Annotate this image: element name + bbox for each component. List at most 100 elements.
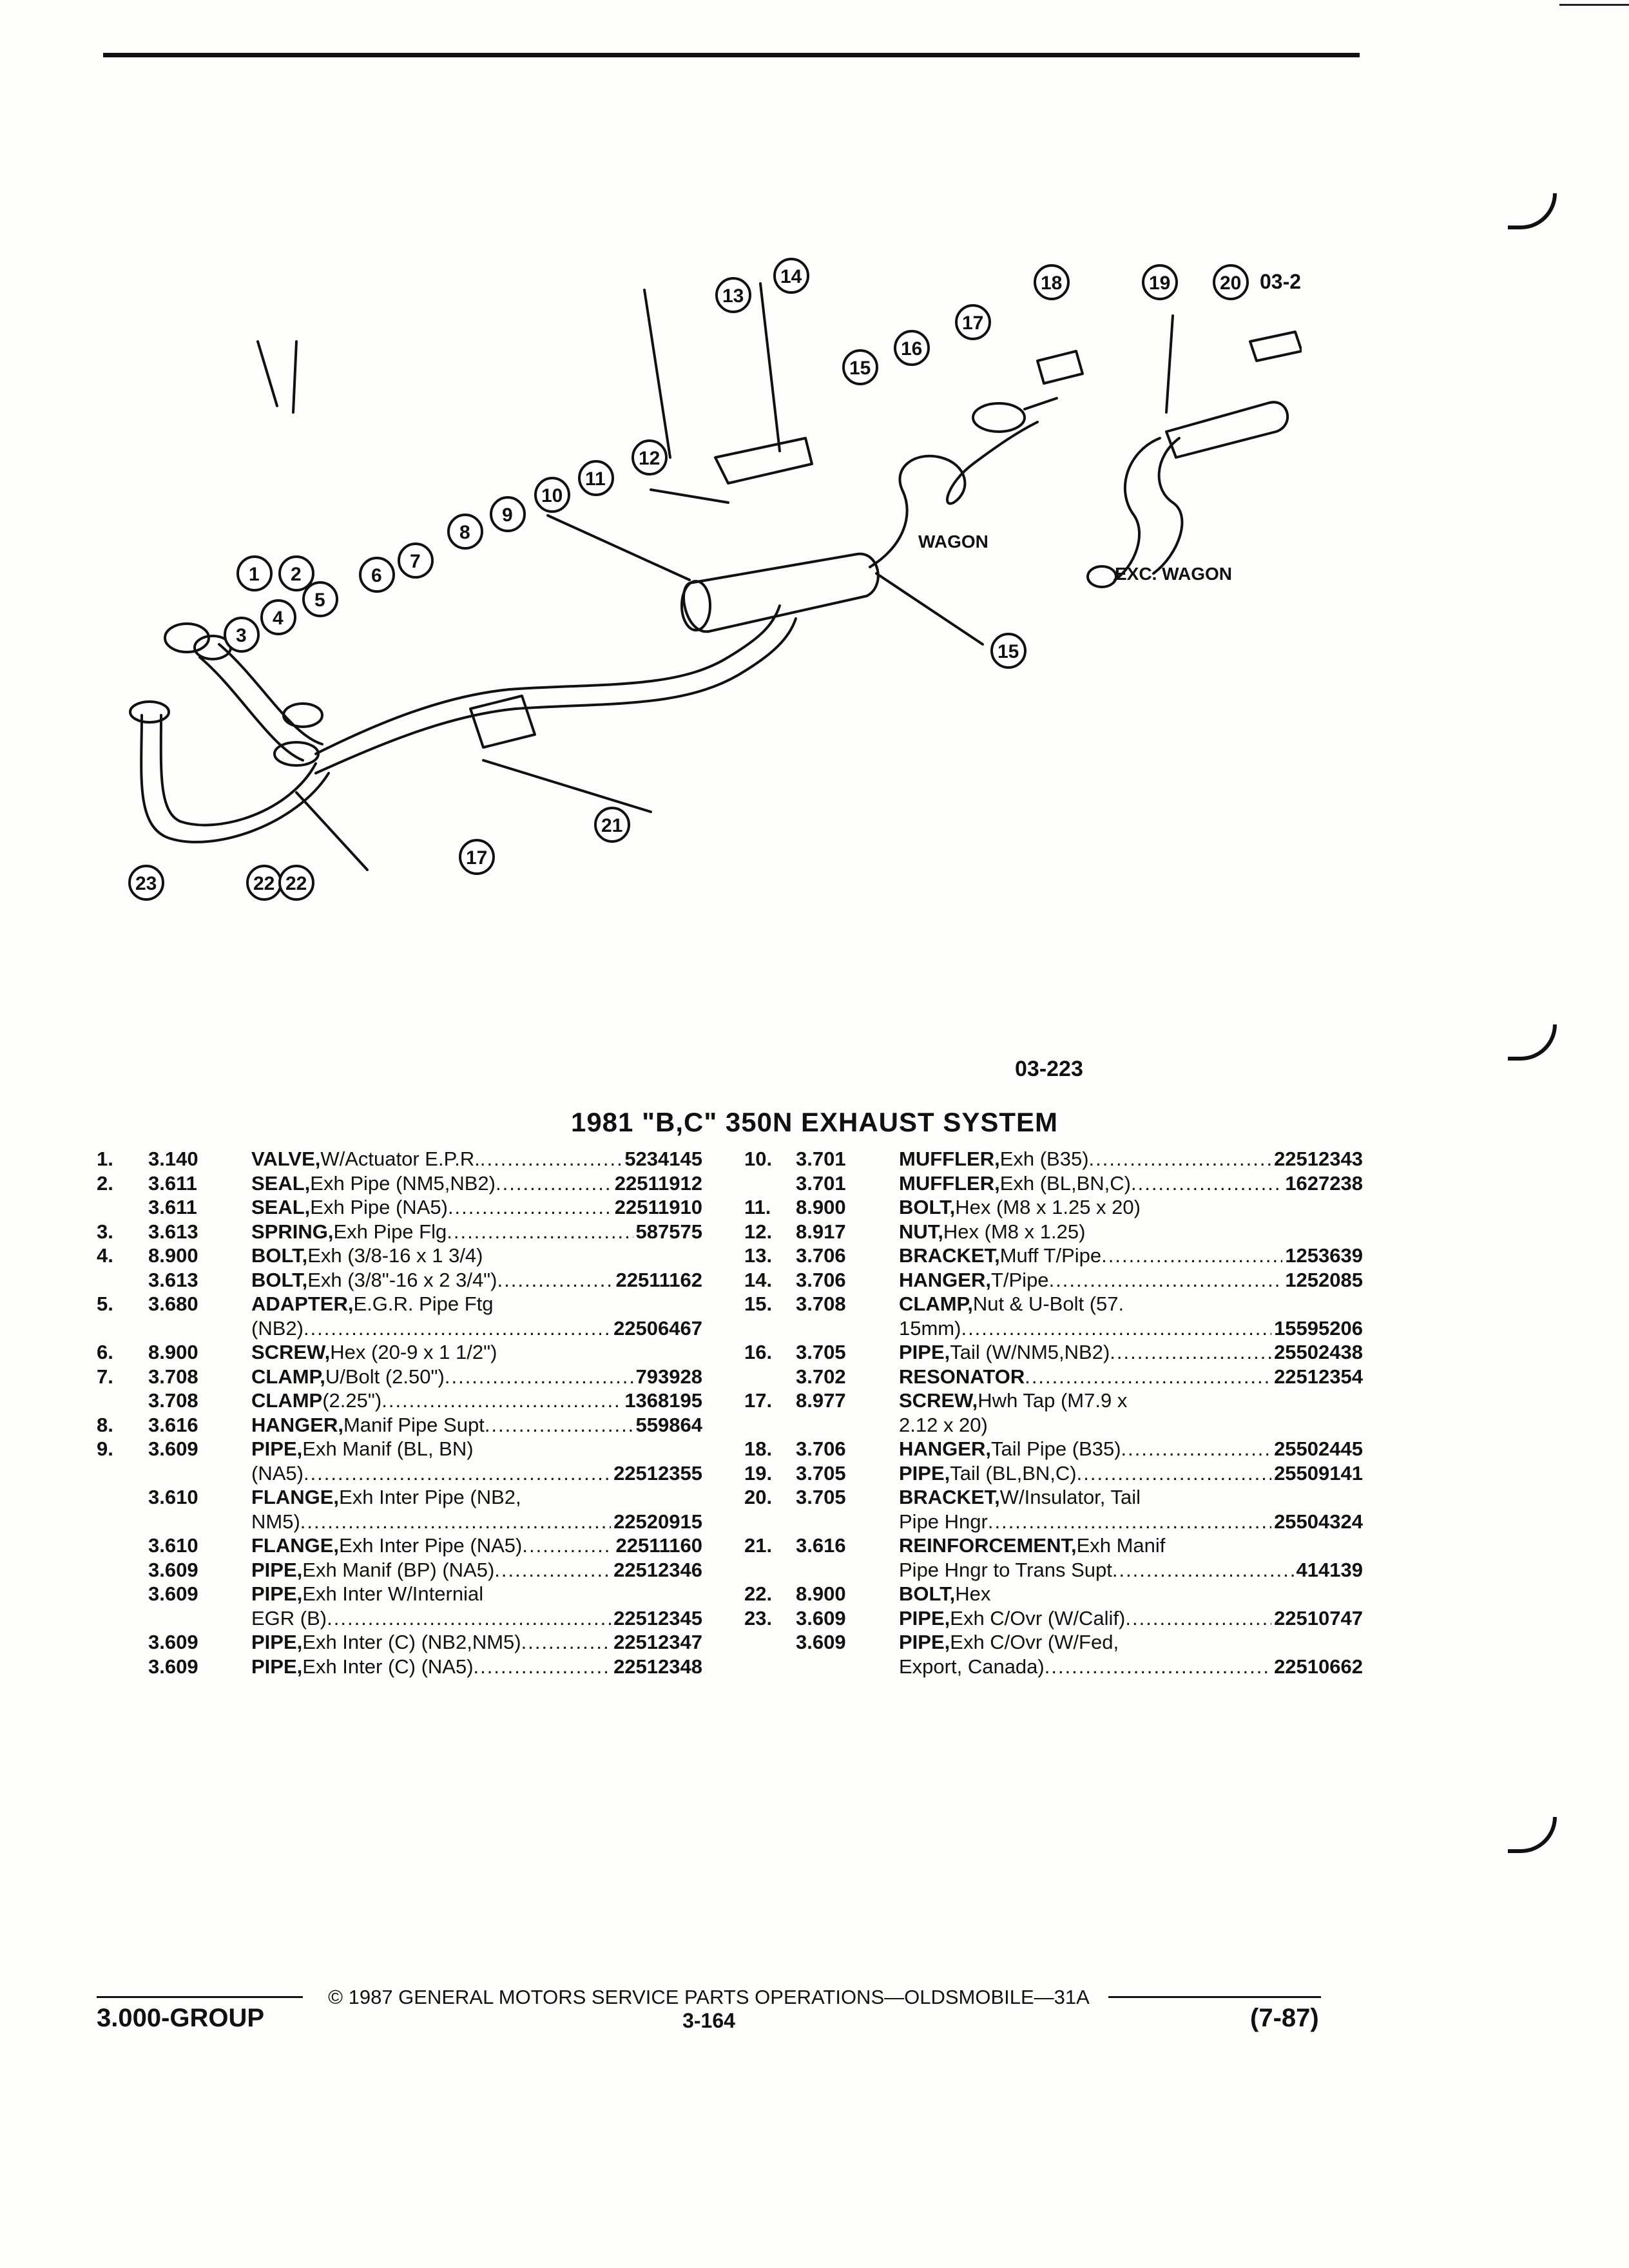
callout: 18 <box>1041 273 1062 294</box>
part-name: HANGER, <box>251 1413 343 1436</box>
part-number <box>1360 1582 1363 1606</box>
part-detail: Hex (M8 x 1.25) <box>943 1220 1086 1243</box>
group-code: 3.613 <box>148 1220 198 1243</box>
part-detail: Muff T/Pipe <box>999 1244 1102 1267</box>
leader-dots <box>474 1655 612 1679</box>
part-description: ADAPTER, E.G.R. Pipe Ftg <box>251 1292 702 1316</box>
leader-line <box>546 514 691 581</box>
part-description: BOLT, Hex <box>899 1582 1363 1606</box>
group-code <box>796 1413 899 1437</box>
group-code: 3.609 <box>796 1606 846 1629</box>
part-detail: Exh Manif <box>1076 1534 1166 1557</box>
part-number: 25502445 <box>1274 1437 1363 1460</box>
item-number <box>97 1485 148 1510</box>
leader-line <box>759 282 781 452</box>
part-detail: Exh Inter Pipe (NB2, <box>339 1486 521 1508</box>
manifold-pipe <box>198 656 304 762</box>
part-detail: Exh Inter (C) (NB2,NM5) <box>302 1631 521 1653</box>
part-description: HANGER, Manif Pipe Supt559864 <box>251 1413 702 1437</box>
leader-dots <box>1124 1292 1360 1316</box>
tail-pipe-wagon <box>869 421 1039 568</box>
parts-row: 9. 3.609 PIPE, Exh Manif (BL, BN) <box>97 1437 702 1461</box>
part-description: CLAMP (2.25")1368195 <box>251 1389 702 1413</box>
leader-dots <box>494 1558 611 1582</box>
part-detail: Pipe Hngr <box>899 1510 988 1533</box>
part-name: FLANGE, <box>251 1534 340 1557</box>
group-code: 3.609 <box>148 1437 198 1460</box>
intermediate-pipe-lower <box>314 617 797 774</box>
part-number <box>700 1582 702 1606</box>
item-number: 12. <box>744 1220 773 1243</box>
callout: 12 <box>639 448 660 469</box>
part-description: BOLT, Hex (M8 x 1.25 x 20) <box>899 1195 1363 1220</box>
callout: 17 <box>466 847 487 869</box>
part-number: 559864 <box>635 1413 702 1436</box>
part-name: PIPE, <box>899 1341 950 1363</box>
part-name: SPRING, <box>251 1220 334 1243</box>
leader-dots <box>1077 1461 1271 1486</box>
leader-line <box>643 289 671 459</box>
item-number: 9. <box>97 1437 113 1460</box>
part-description: SPRING, Exh Pipe Flg 587575 <box>251 1220 702 1244</box>
leader-dots <box>496 1171 612 1196</box>
part-description: NUT, Hex (M8 x 1.25) <box>899 1220 1363 1244</box>
hanger-bracket <box>714 437 813 485</box>
part-detail: NM5) <box>251 1510 300 1533</box>
part-detail: Exh Pipe Flg <box>333 1220 447 1243</box>
item-number <box>744 1413 796 1437</box>
part-description: MUFFLER, Exh (BL,BN,C)1627238 <box>899 1171 1363 1196</box>
part-description: Pipe Hngr25504324 <box>899 1510 1363 1534</box>
leader-dots <box>521 1485 700 1510</box>
callout: 1 <box>249 564 260 585</box>
part-name: BRACKET, <box>899 1486 1000 1508</box>
part-detail: Exh C/Ovr (W/Calif) <box>950 1606 1126 1629</box>
footer-group: 3.000-GROUP <box>97 2004 265 2032</box>
leader-line <box>295 791 369 871</box>
parts-row: Pipe Hngr to Trans Supt414139 <box>744 1558 1363 1582</box>
group-code <box>148 1510 251 1534</box>
leader-dots <box>445 1365 633 1389</box>
group-code: 3.705 <box>796 1486 846 1508</box>
crossover-pipe <box>140 714 330 843</box>
group-code: 8.900 <box>148 1341 198 1363</box>
leader-dots <box>1141 1195 1360 1220</box>
part-number: 22512348 <box>613 1655 702 1678</box>
item-number: 22. <box>744 1582 773 1605</box>
part-name: PIPE, <box>251 1437 303 1460</box>
part-detail: Exh (3/8"-16 x 2 3/4") <box>307 1268 497 1291</box>
part-number: 587575 <box>635 1220 702 1243</box>
part-detail: EGR (B) <box>251 1606 327 1629</box>
part-description: PIPE, Tail (BL,BN,C)25509141 <box>899 1461 1363 1486</box>
item-number <box>97 1558 148 1582</box>
part-detail: Exh Manif (BL, BN) <box>302 1437 474 1460</box>
part-description: SEAL, Exh Pipe (NA5)22511910 <box>251 1195 702 1220</box>
part-number: 25509141 <box>1274 1461 1363 1485</box>
callout: 23 <box>135 873 157 894</box>
tail-pipe-tip <box>1086 565 1117 588</box>
part-number <box>1360 1292 1363 1316</box>
group-code: 3.701 <box>796 1148 846 1170</box>
leader-dots <box>327 1606 611 1631</box>
group-code <box>148 1606 251 1631</box>
part-name: SCREW, <box>899 1389 978 1412</box>
part-detail: Exh Pipe (NA5) <box>310 1196 448 1218</box>
group-code <box>796 1316 899 1341</box>
group-code: 3.706 <box>796 1437 846 1460</box>
part-name: CLAMP <box>251 1389 323 1412</box>
leader-line <box>292 340 298 414</box>
part-name: BOLT, <box>899 1582 956 1605</box>
group-code: 3.706 <box>796 1268 846 1291</box>
